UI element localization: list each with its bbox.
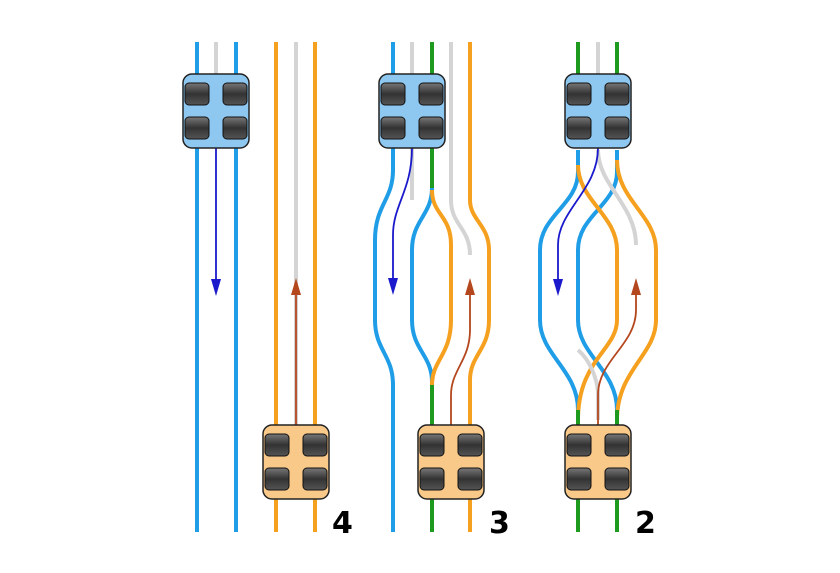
wheel-4	[604, 467, 630, 491]
wheel-1	[184, 82, 210, 106]
wheel-3	[419, 467, 445, 491]
rail-orange-outer-curve-b	[468, 199, 491, 532]
wheel-1	[419, 433, 445, 457]
label-three-rails: 3	[489, 506, 510, 541]
wheel-4	[222, 116, 248, 140]
wheel-2	[457, 433, 483, 457]
arrowhead-up-c	[631, 278, 641, 295]
label-two-rails: 2	[635, 506, 656, 541]
wheel-1	[566, 433, 592, 457]
arrowhead-down-b	[388, 278, 398, 295]
panel-two-rails	[538, 42, 658, 532]
wheel-2	[604, 433, 630, 457]
car-orange-panel-two	[564, 424, 632, 500]
rail-blue-curve-b	[373, 145, 395, 532]
arrow-down-c	[557, 147, 599, 282]
arrow-up-c	[597, 292, 637, 425]
wheel-3	[380, 116, 406, 140]
car-blue-panel-three	[378, 73, 446, 149]
arrowhead-down-c	[553, 279, 563, 296]
rail-blue-inner-c	[576, 150, 619, 411]
rail-gray-curve-c	[596, 149, 638, 246]
rail-blue-outer-c	[538, 150, 580, 411]
wheel-3	[566, 116, 592, 140]
wheel-3	[184, 116, 210, 140]
car-blue-panel-two	[564, 73, 632, 149]
panel-three-rails	[373, 42, 491, 532]
wheel-3	[566, 467, 592, 491]
car-orange-panel-three	[417, 424, 485, 500]
wheel-2	[302, 433, 328, 457]
car-blue-panel-four	[182, 73, 250, 149]
rail-gray-outer-curve-b	[449, 199, 472, 256]
arrow-up-b	[450, 292, 471, 425]
wheel-4	[302, 467, 328, 491]
wheel-2	[604, 82, 630, 106]
label-four-rails: 4	[332, 506, 353, 541]
rail-orange-outer-c	[615, 159, 658, 421]
car-orange-panel-four	[262, 424, 330, 500]
arrowhead-up-b	[465, 278, 475, 295]
railcars	[182, 73, 632, 500]
wheel-4	[418, 116, 444, 140]
wheel-4	[457, 467, 483, 491]
arrowhead-up-a	[291, 278, 301, 295]
arrow-down-b	[392, 147, 413, 280]
wheel-2	[222, 82, 248, 106]
wheel-4	[604, 116, 630, 140]
rail-orange-inner-c	[576, 164, 619, 421]
arrowhead-down-a	[211, 279, 221, 296]
wheel-1	[566, 82, 592, 106]
wheel-3	[264, 467, 290, 491]
wheel-1	[380, 82, 406, 106]
wheel-2	[418, 82, 444, 106]
rail-blue-inner-curve-b	[410, 187, 434, 383]
wheel-1	[264, 433, 290, 457]
rail-orange-inner-curve-b	[430, 189, 453, 386]
